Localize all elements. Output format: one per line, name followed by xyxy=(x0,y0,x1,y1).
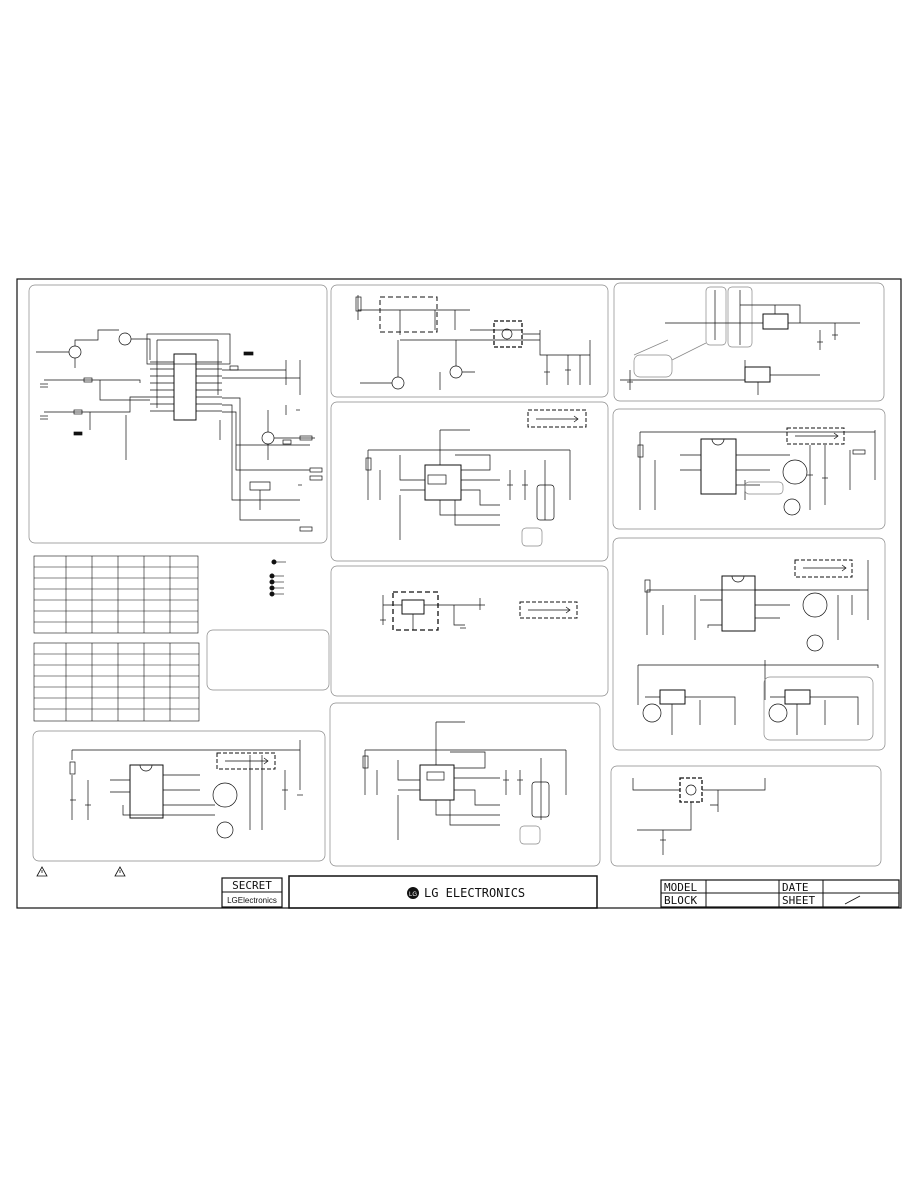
pin-table-1 xyxy=(33,555,199,634)
pin-table-2 xyxy=(33,642,200,722)
secret-label: SECRET xyxy=(232,879,272,892)
panel-switch-br xyxy=(610,765,882,867)
model-label: MODEL xyxy=(664,881,697,894)
secret-stamp: SECRET LGElectronics xyxy=(221,877,283,908)
drawing-frame xyxy=(16,278,902,909)
ic-body-main xyxy=(173,353,197,421)
model-block-table: MODEL DATE BLOCK SHEET xyxy=(660,879,900,908)
company-banner-label: LG ELECTRONICS xyxy=(424,886,525,900)
panel-regulator-bl xyxy=(32,730,326,862)
company-banner: LG LG ELECTRONICS xyxy=(288,875,598,909)
panel-switch-tm xyxy=(330,284,609,398)
transistor-q2 xyxy=(118,332,132,346)
lg-logo-mark: LG xyxy=(409,892,417,898)
lg-logo-icon xyxy=(407,887,419,899)
panel-regulator-mr2 xyxy=(612,537,886,751)
company-small-label: LGElectronics xyxy=(227,896,277,905)
panel-ldo-tr xyxy=(613,282,885,402)
legend-dots xyxy=(269,559,286,597)
panel-main-ic xyxy=(28,284,328,544)
panel-ldo-mm2 xyxy=(330,565,609,697)
panel-dcdc-mm1 xyxy=(330,401,609,562)
notes-box xyxy=(206,629,330,691)
warning-triangle-icon xyxy=(36,866,126,877)
panel-dcdc-bm xyxy=(329,702,601,867)
sheet-label: SHEET xyxy=(782,894,815,907)
block-label: BLOCK xyxy=(664,894,697,907)
transistor-q1 xyxy=(68,345,82,359)
date-label: DATE xyxy=(782,881,809,894)
transistor-q3 xyxy=(261,431,275,445)
panel-regulator-mr1 xyxy=(612,408,886,530)
